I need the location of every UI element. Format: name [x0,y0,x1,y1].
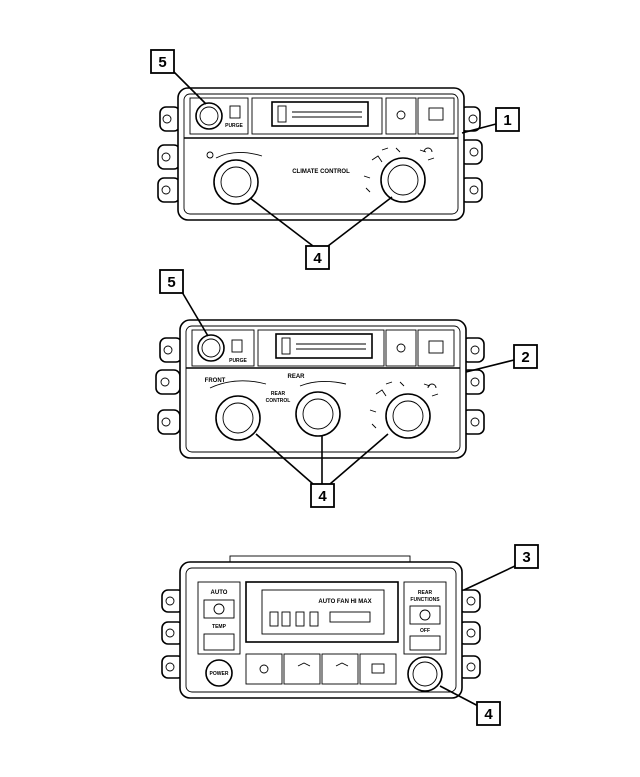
callout-4-top: 4 [305,245,330,270]
leader-4-top-b [327,196,393,247]
panel-housing [179,561,463,699]
top-button-row: PURGE [189,97,455,135]
callout-3: 3 [514,544,539,569]
front-temperature-knob [215,395,261,441]
blower-knob [195,102,223,130]
svg-text:1: 1 [503,112,511,129]
sun-icon [396,343,406,353]
climate-control-panel-single-zone: PURGE CLIMATE CONTROL [157,87,483,221]
sun-icon [396,110,406,120]
mode-knob [380,157,426,203]
purge-icon [231,339,243,353]
rear-defrost-icon [428,340,444,354]
leader-2 [465,359,515,373]
temp-label: TEMP [212,624,227,630]
rear-control-label: REAR [271,391,286,397]
svg-text:4: 4 [313,250,322,267]
svg-text:4: 4 [318,488,327,505]
purge-icon [229,105,241,119]
leader-5-top [173,71,207,105]
mode-button-2 [283,653,321,685]
off-label: OFF [420,628,430,634]
mode-icons [363,147,435,193]
mode-icons [369,381,439,429]
panel-housing [177,87,465,221]
rear-functions-label: REAR [418,590,433,596]
blower-knob [197,334,225,362]
leader-3 [463,565,516,591]
temp-button [203,633,235,651]
panel-housing [179,319,467,459]
temp-scale-arc [215,152,263,159]
auto-button [203,599,235,619]
callout-4-mid: 4 [310,483,335,508]
leader-4-mid-a [255,433,314,485]
rear-defrost-button [417,329,455,367]
power-button [205,659,233,687]
mounting-tabs-right [457,589,481,679]
mode-button-3 [321,653,359,685]
defrost-button [385,329,417,367]
leader-4-bot [439,685,483,709]
display-text: AUTO FAN HI MAX [318,599,371,605]
rear-temp-arc [299,381,347,387]
purge-label: PURGE [229,358,247,364]
auto-label: AUTO [211,590,228,596]
leader-4-mid-c [329,433,389,485]
svg-text:2: 2 [521,349,529,366]
mounting-tabs-right [461,337,485,435]
display-window [271,101,369,127]
display-segments [269,611,371,627]
front-label: FRONT [205,378,226,384]
top-button-row: PURGE [191,329,455,367]
callout-2: 2 [513,344,538,369]
rear-defrost-button [417,97,455,135]
svg-text:3: 3 [522,549,530,566]
climate-control-panel-rear-zone: PURGE FRONT REAR REAR CONTROL [155,319,485,459]
mode-button-4 [359,653,397,685]
temperature-knob [213,159,259,205]
mounting-tabs-left [161,589,185,679]
rear-control-label-2: CONTROL [266,398,291,404]
callout-1: 1 [495,107,520,132]
rear-functions-label-2: FUNCTIONS [410,597,440,603]
rear-temperature-knob [295,391,341,437]
defrost-button [385,97,417,135]
svg-text:5: 5 [167,274,175,291]
callout-5-top: 5 [150,49,175,74]
purge-label: PURGE [225,123,243,129]
leader-5-mid [181,291,209,337]
callout-5-mid: 5 [159,269,184,294]
mounting-tabs-left [155,337,183,435]
mode-button-row [245,653,397,685]
svg-text:4: 4 [484,706,493,723]
leader-1 [461,123,497,134]
leader-4-top-a [249,197,314,247]
front-temp-arc [209,380,267,389]
callout-4-bot: 4 [476,701,501,726]
display-window [275,333,373,359]
lcd-display-frame [245,581,399,643]
climate-control-panel-automatic: AUTO TEMP AUTO FAN HI MAX REAR FUNCTIONS… [161,555,481,699]
lcd-display [261,589,385,635]
power-label: POWER [210,671,229,677]
blower-knob [407,656,443,692]
climate-control-label: CLIMATE CONTROL [292,169,350,175]
svg-text:5: 5 [158,54,166,71]
rear-label: REAR [287,374,305,380]
rear-functions-button [409,605,441,625]
mode-knob [385,393,431,439]
off-button [409,635,441,651]
mounting-tabs-left [157,106,181,203]
rear-defrost-icon [428,107,444,121]
mode-button-1 [245,653,283,685]
